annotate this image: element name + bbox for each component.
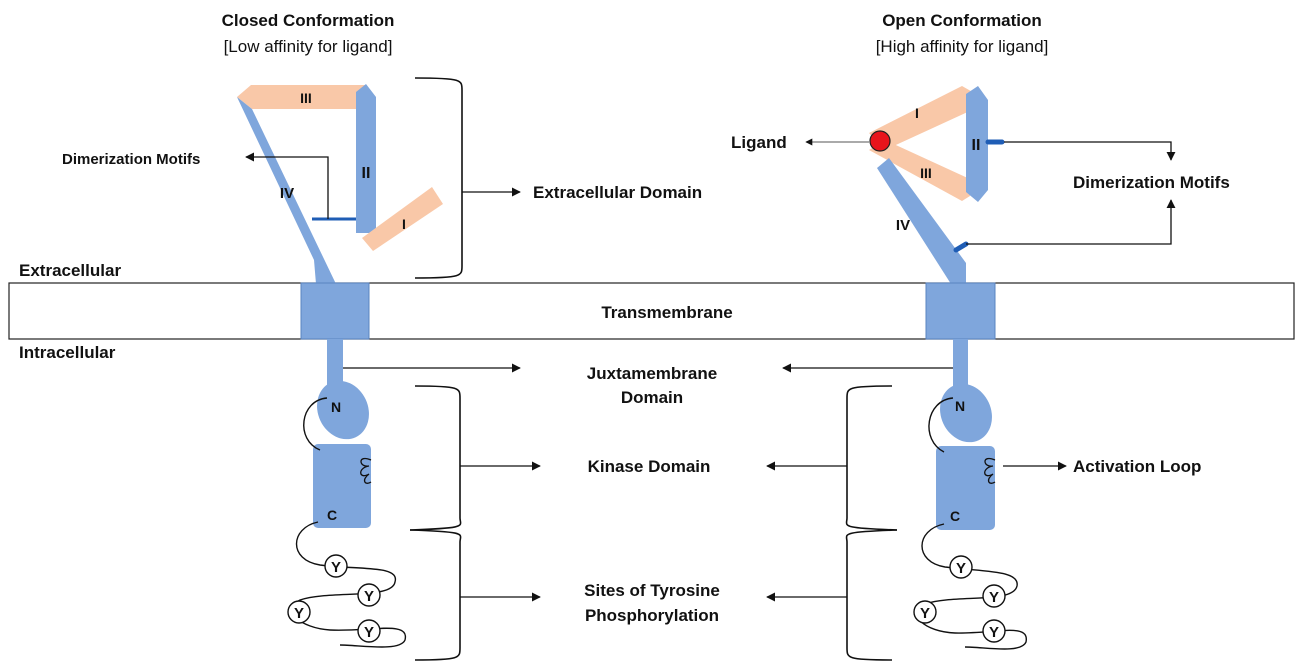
closed-domain-IV	[237, 97, 336, 284]
transmembrane-label: Transmembrane	[601, 303, 732, 322]
ligand-label: Ligand	[731, 133, 787, 152]
open-tyrosine-2: Y	[982, 584, 1006, 608]
closed-domain-IV-label: IV	[280, 185, 294, 202]
open-dimerization-label: Dimerization Motifs	[1073, 173, 1230, 192]
open-tyrosine-3: Y	[913, 600, 937, 624]
open-title: Open Conformation	[882, 11, 1042, 30]
closed-extracellular-bracket	[414, 77, 463, 279]
open-dimerization-motif-IV	[953, 241, 969, 253]
closed-domain-III-label: III	[300, 90, 312, 106]
open-subtitle: [High affinity for ligand]	[876, 37, 1049, 56]
closed-activation-loop	[360, 457, 372, 484]
open-domain-II-label: II	[972, 137, 981, 154]
kinase-domain-label: Kinase Domain	[588, 457, 711, 476]
closed-N-linker	[303, 397, 328, 451]
closed-kinase-C-lobe	[313, 444, 371, 528]
open-domain-IV-label: IV	[896, 217, 910, 234]
open-domain-III	[869, 140, 972, 201]
extracellular-domain-label: Extracellular Domain	[533, 183, 702, 202]
closed-domain-II-label: II	[362, 165, 371, 182]
closed-C-tail	[291, 521, 406, 648]
closed-dimerization-arrow	[245, 152, 329, 219]
open-kinase-C-lobe	[936, 446, 995, 530]
svg-text:Y: Y	[989, 589, 999, 606]
closed-tm-block	[300, 282, 370, 340]
open-domain-I	[869, 86, 976, 150]
closed-tyrosine-2: Y	[357, 583, 381, 607]
svg-text:Y: Y	[331, 559, 341, 576]
svg-text:Y: Y	[294, 605, 304, 622]
svg-text:Y: Y	[956, 560, 966, 577]
juxtamembrane-label-line1: Juxtamembrane	[587, 364, 717, 383]
open-domain-IV	[877, 158, 966, 284]
closed-title: Closed Conformation	[222, 11, 395, 30]
extracellular-region-label: Extracellular	[19, 261, 121, 280]
open-kinase-bracket	[845, 385, 898, 531]
closed-kinase-N-label: N	[331, 399, 341, 415]
open-C-tail	[916, 523, 1027, 650]
svg-text:Y: Y	[989, 624, 999, 641]
open-domain-III-label: III	[920, 165, 932, 181]
open-activation-loop	[984, 457, 996, 484]
open-receptor: Y Y Y Y	[869, 86, 1027, 650]
closed-domain-I-label: I	[402, 216, 406, 232]
closed-tyrosine-3: Y	[287, 600, 311, 624]
open-kinase-N-lobe	[940, 383, 992, 443]
closed-tyrosine-4: Y	[357, 619, 381, 643]
tyrosine-label-line2: Phosphorylation	[585, 606, 719, 625]
open-kinase-N-label: N	[955, 398, 965, 414]
closed-domain-II	[356, 84, 376, 233]
closed-tyrosine-bracket	[409, 529, 462, 661]
open-tm-block	[925, 282, 996, 340]
closed-domain-I	[362, 187, 443, 251]
closed-receptor: Y Y Y Y	[237, 84, 443, 648]
open-domain-I-label: I	[915, 105, 919, 121]
tyrosine-label-line1: Sites of Tyrosine	[584, 581, 720, 600]
open-tyrosine-bracket	[845, 529, 898, 661]
closed-domain-III	[237, 85, 367, 109]
open-domain-II	[966, 86, 988, 202]
closed-kinase-N-lobe	[317, 380, 369, 440]
svg-text:Y: Y	[364, 588, 374, 605]
open-N-linker	[928, 397, 954, 453]
open-juxtamembrane-stalk	[953, 339, 968, 397]
activation-loop-label: Activation Loop	[1073, 457, 1201, 476]
closed-kinase-bracket	[409, 385, 462, 531]
closed-tyrosine-1: Y	[324, 554, 348, 578]
svg-text:Y: Y	[920, 605, 930, 622]
open-dimerization-arrow-top	[1004, 141, 1176, 161]
intracellular-region-label: Intracellular	[19, 343, 116, 362]
membrane-bilayer	[8, 282, 1295, 340]
open-kinase-C-label: C	[950, 508, 960, 524]
closed-subtitle: [Low affinity for ligand]	[224, 37, 393, 56]
open-dimerization-arrow-bottom	[966, 199, 1176, 245]
open-tyrosine-1: Y	[949, 555, 973, 579]
juxtamembrane-label-line2: Domain	[621, 388, 683, 407]
ligand-icon	[869, 130, 891, 152]
closed-dimerization-label: Dimerization Motifs	[62, 151, 200, 168]
svg-text:Y: Y	[364, 624, 374, 641]
open-tyrosine-4: Y	[982, 619, 1006, 643]
closed-kinase-C-label: C	[327, 507, 337, 523]
